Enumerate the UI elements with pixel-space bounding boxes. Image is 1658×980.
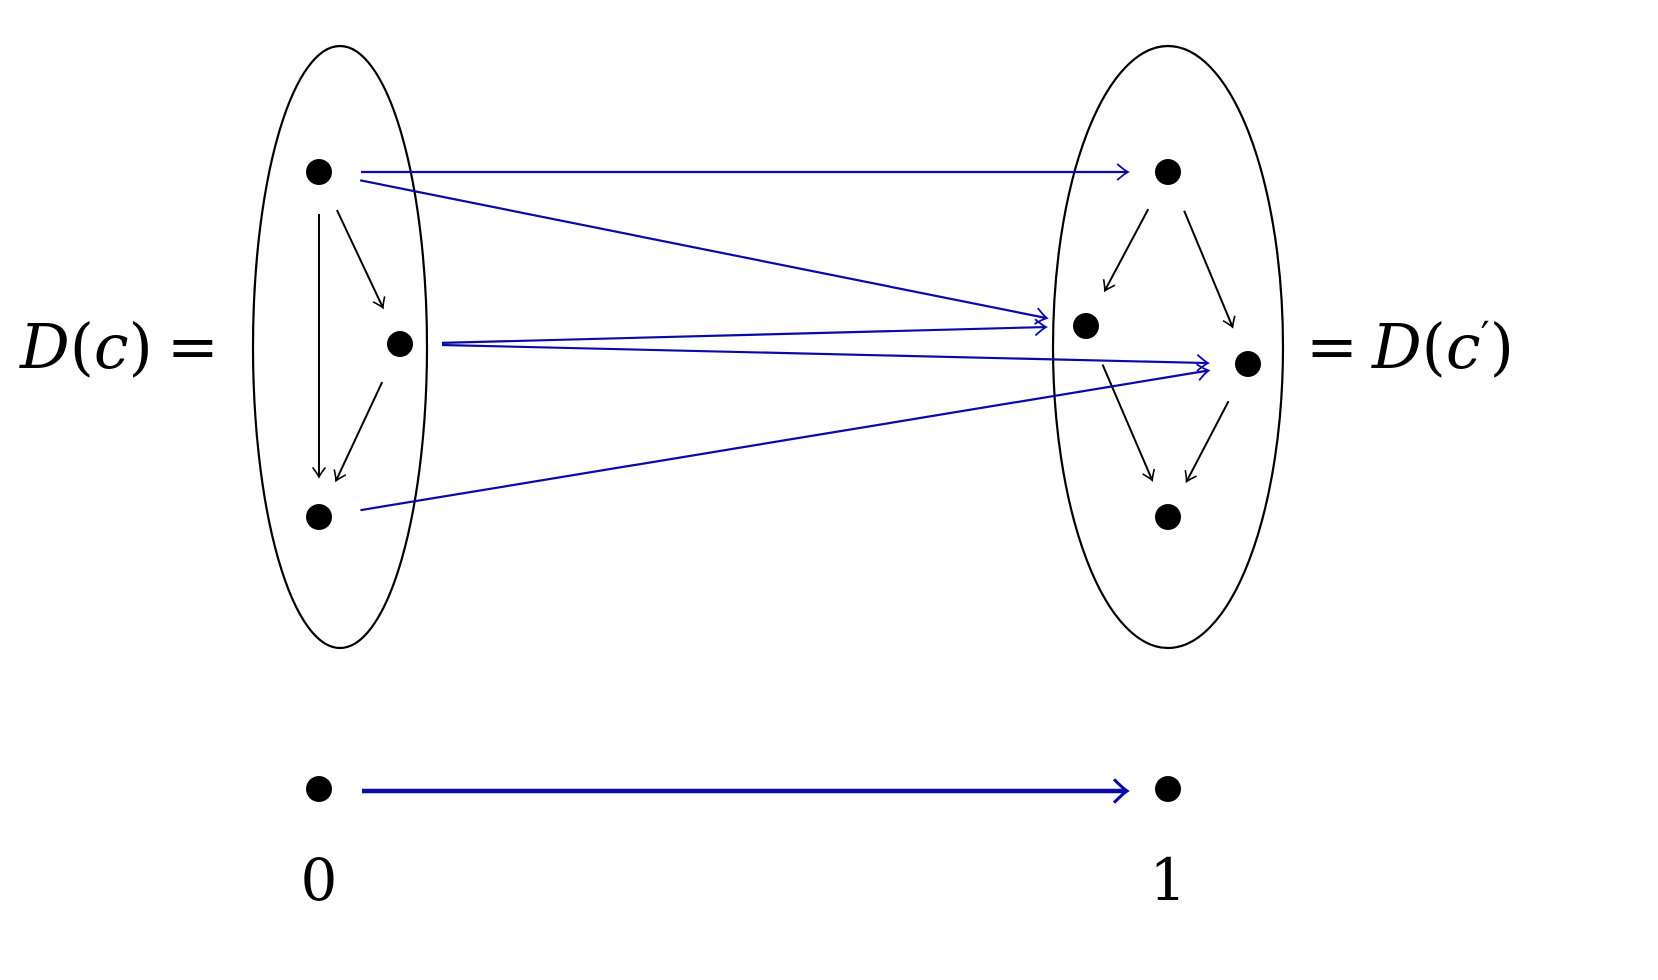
functor-arrow-b-q	[441, 318, 1049, 344]
left-morphism-arrow-b-c	[333, 381, 384, 483]
right-morphism-arrow-p-r	[1183, 210, 1236, 329]
node-s	[1155, 504, 1181, 530]
node-r	[1235, 351, 1261, 377]
right-morphism-arrow-r-s	[1184, 400, 1230, 484]
node-p	[1155, 159, 1181, 185]
functor-arrow-b-r	[441, 343, 1211, 372]
base-source-label: 0	[301, 846, 338, 914]
left-morphism-arrow-a-b	[335, 209, 386, 310]
left-category-label: D(c)=	[19, 310, 219, 383]
left-category-ellipse	[251, 44, 429, 650]
base-target-label: 1	[1150, 846, 1187, 914]
node-q	[1073, 313, 1099, 339]
functor-arrow-c-r	[360, 363, 1211, 512]
right-category-label: =D(c′)	[1306, 310, 1514, 383]
node-1	[1155, 776, 1181, 802]
right-morphism-arrow-q-s	[1101, 364, 1156, 482]
node-0	[306, 776, 332, 802]
node-c	[306, 504, 332, 530]
node-a	[306, 159, 332, 185]
right-morphism-arrow-p-q	[1102, 208, 1150, 293]
node-b	[387, 331, 413, 357]
functor-arrow-a-q	[359, 179, 1049, 325]
right-category-ellipse	[1051, 44, 1285, 650]
